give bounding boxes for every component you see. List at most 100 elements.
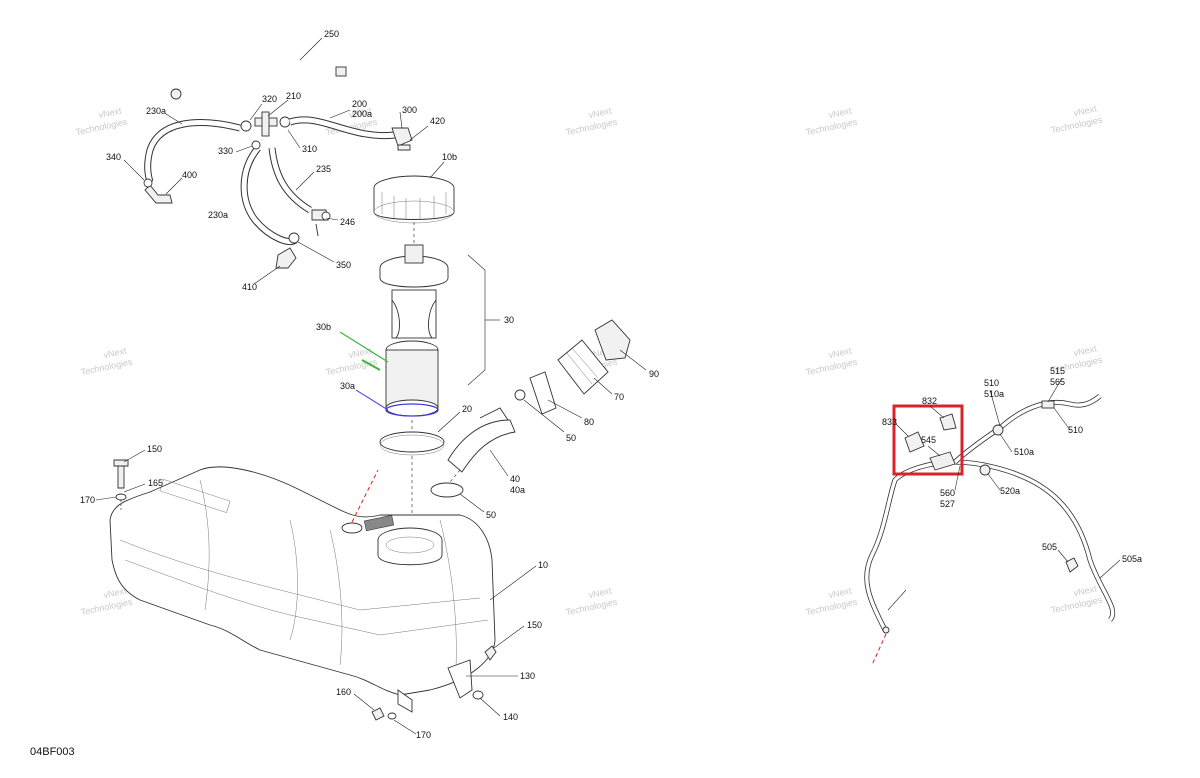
watermark: vNext [828,345,853,360]
watermark: vNext [588,585,613,600]
callout-label: 160 [336,687,351,697]
watermark: vNext [103,585,128,600]
callout-label: 832 [922,396,937,406]
watermark: vNext [348,105,373,120]
callout-label: 400 [182,170,197,180]
gasket-20 [379,431,445,453]
bolt-150 [117,464,125,489]
callout-label: 40 [510,474,520,484]
callout-label: 30a [340,381,355,391]
leader-lines [95,37,1121,735]
highlight-box [892,404,964,476]
sensor-833 [904,431,925,453]
callout-label: 140 [503,712,518,722]
clamp-350 [288,232,300,244]
callout-label: 30b [316,322,331,332]
connector-515 [1041,400,1055,409]
clip-527 [1065,557,1079,573]
clamp-330 [251,140,261,150]
callout-label: 410 [242,282,257,292]
callout-label: 80 [584,417,594,427]
callout-label: 90 [649,369,659,379]
nut-140 [472,690,484,700]
filler-neck-assembly [430,319,631,498]
callout-label: 130 [520,671,535,681]
diagram-code: 04BF003 [30,746,75,758]
callout-label: 833 [882,417,897,427]
watermark: vNext [98,105,123,120]
hose-cap [170,88,182,100]
callout-label: 10b [442,152,457,162]
callout-label: 40a [510,485,525,495]
callout-label: 520a [1000,486,1020,496]
watermark: vNext [588,105,613,120]
clamp-565 [992,424,1004,436]
clamp-50-lower [430,482,464,498]
callout-labels: 250 230a 320 210 200 200a 300 420 340 40… [80,29,1142,740]
watermark: vNext [828,585,853,600]
elbow-fitting-400 [144,184,173,204]
callout-label: 20 [462,404,472,414]
bolt-150-right [484,645,497,661]
callout-label: 505 [1042,542,1057,552]
bracket-130 [447,659,473,699]
callout-label: 545 [921,435,936,445]
callout-label: 560 [940,488,955,498]
clamp-310 [279,116,291,128]
callout-label: 300 [402,105,417,115]
callout-label: 230a [208,210,228,220]
fuel-tank-10 [109,466,496,713]
callout-label: 150 [147,444,162,454]
evap-line-assembly [864,394,1116,666]
callout-label: 420 [430,116,445,126]
hose-end-250 [335,66,347,77]
elbow-fitting-410 [275,247,297,269]
fuel-cap-90 [594,319,631,361]
fuel-pump-assembly [339,175,486,518]
clamp-560 [979,464,991,476]
hardware [113,459,497,721]
nut-160 [371,707,385,721]
valve-545 [929,451,956,471]
callout-label: 515 [1050,366,1065,376]
bracket-80 [529,371,557,415]
accent-line-30a [355,389,389,411]
clamp-320 [240,120,252,132]
accent-line-30b [339,331,389,363]
callout-label: 70 [614,392,624,402]
washer-170 [115,493,127,501]
pump-canister [385,349,439,409]
watermark: vNext [1073,583,1098,598]
clamp-340 [143,178,153,188]
callout-label: 246 [340,217,355,227]
callout-label: 170 [80,495,95,505]
callout-label: 320 [262,94,277,104]
filler-neck-70 [557,339,609,395]
pump-connector [404,244,424,264]
callout-label: 350 [336,260,351,270]
callout-label: 210 [286,91,301,101]
callout-label: 170 [416,730,431,740]
callout-label: 505a [1122,554,1142,564]
fitting-300 [391,127,413,147]
callout-label: 200a [352,109,372,119]
watermark: vNext [103,345,128,360]
callout-label: 50 [566,433,576,443]
callout-label: 565 [1050,377,1065,387]
watermark: vNext [828,105,853,120]
callout-label: 150 [527,620,542,630]
callout-label: 527 [940,499,955,509]
callout-label: 200 [352,99,367,109]
vent-hose-assembly [143,56,413,269]
callout-label: 510a [1014,447,1034,457]
callout-label: 340 [106,152,121,162]
callout-label: 510 [984,378,999,388]
callout-label: 250 [324,29,339,39]
watermark: vNext [1073,103,1098,118]
clamp-50 [514,389,526,401]
callout-label: 510a [984,389,1004,399]
callout-label: 510 [1068,425,1083,435]
callout-label: 310 [302,144,317,154]
callout-label: 235 [316,164,331,174]
